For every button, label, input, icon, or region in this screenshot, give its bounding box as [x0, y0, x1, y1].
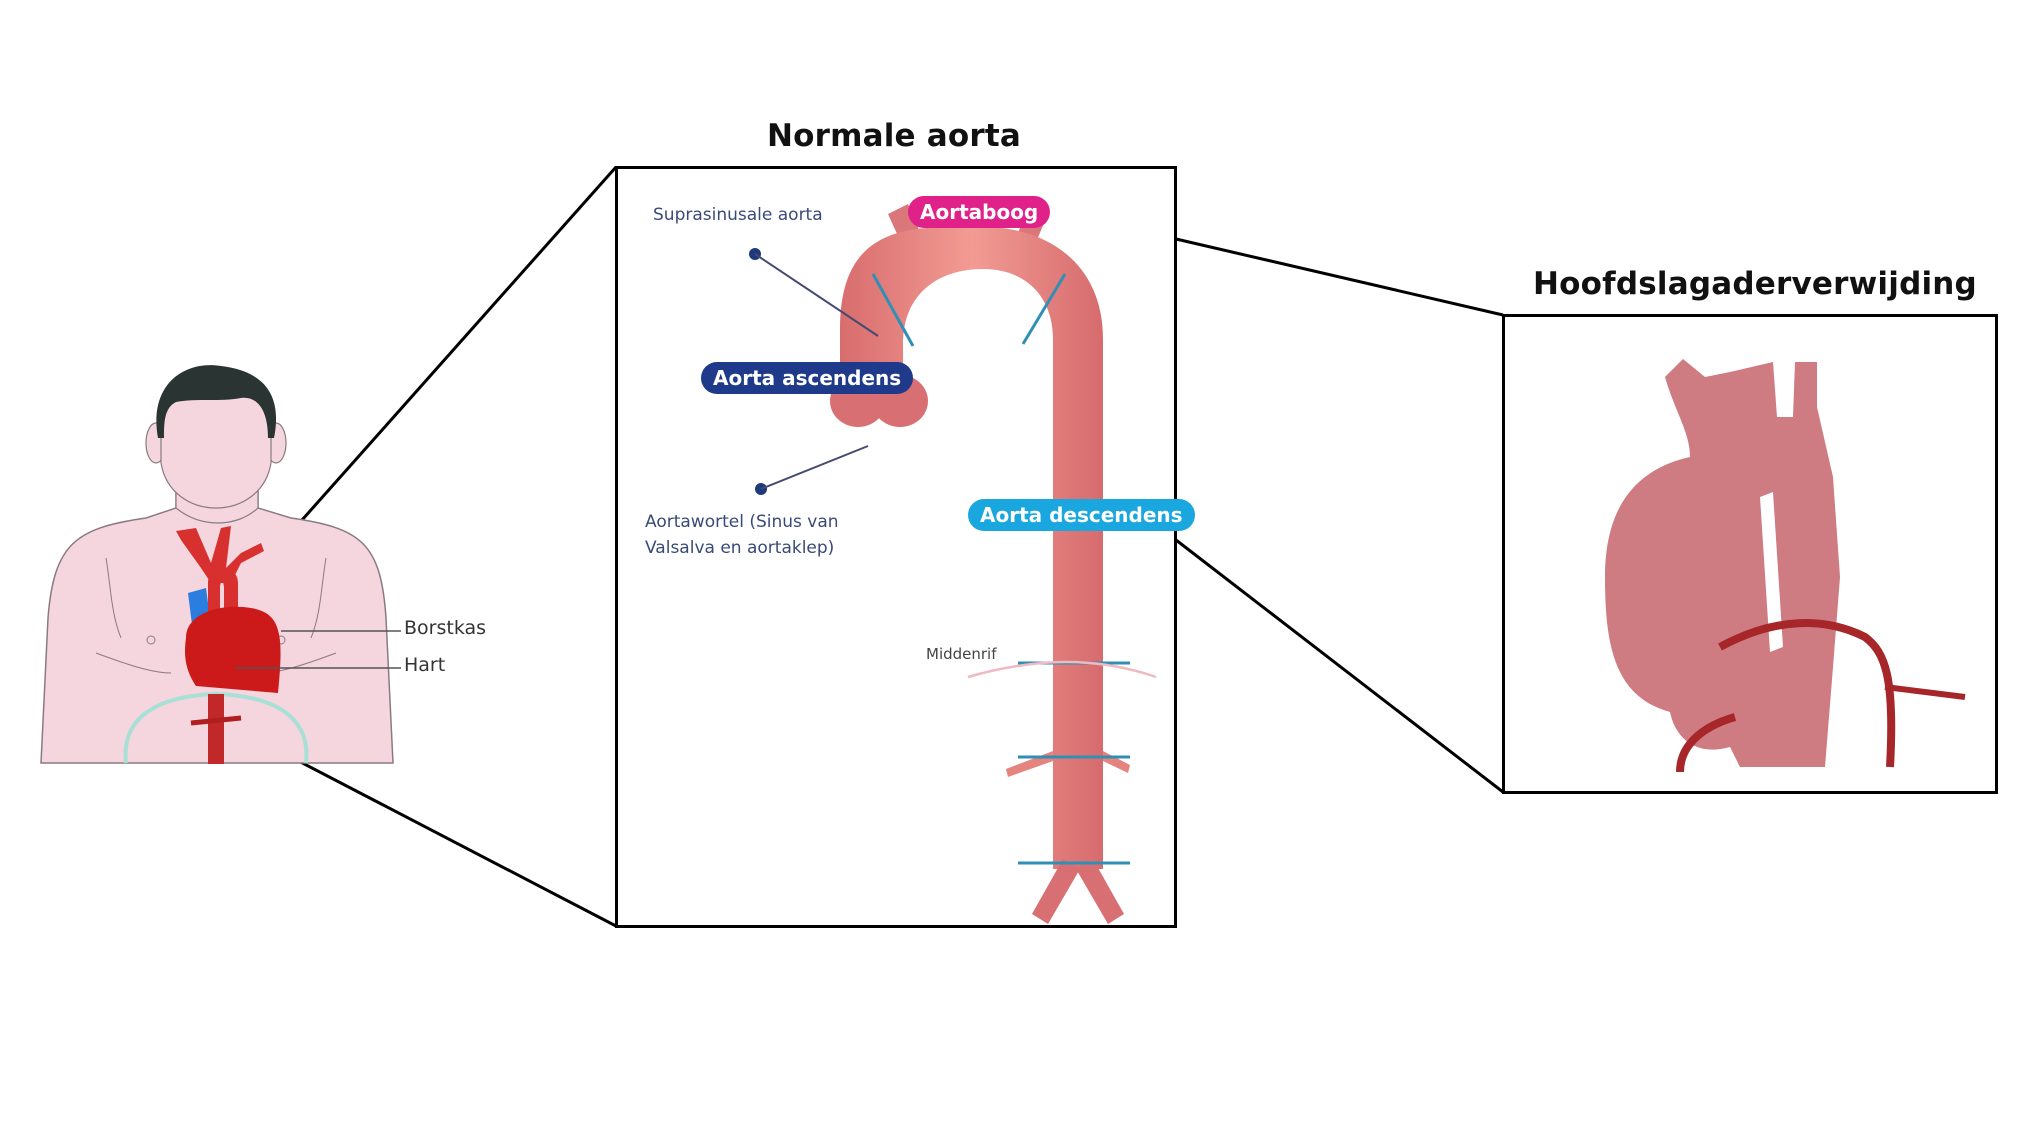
- normal-aorta-title: Normale aorta: [766, 118, 1022, 154]
- arch-inner-gap: [1760, 492, 1783, 652]
- torso-illustration-panel: Borstkas Hart: [36, 365, 516, 768]
- label-aortic-root-line2: Valsalva en aortaklep): [645, 538, 835, 558]
- connector-left-top: [260, 166, 618, 566]
- pill-aortic-arch: Aortaboog: [908, 196, 1051, 228]
- iliac-left: [1032, 859, 1080, 924]
- renal-branch-right: [1103, 751, 1130, 773]
- pill-descending-aorta: Aorta descendens: [968, 499, 1195, 531]
- connector-left-bottom: [261, 740, 617, 928]
- coronary-artery-left: [1676, 713, 1737, 773]
- label-heart: Hart: [404, 654, 446, 676]
- hair-shape: [156, 365, 277, 438]
- label-diaphragm: Middenrif: [926, 645, 997, 663]
- label-chest: Borstkas: [404, 617, 487, 639]
- left-nipple: [146, 635, 156, 645]
- marker-arch-left: [871, 273, 915, 347]
- coronary-branch: [1884, 684, 1966, 700]
- marker-arch-right: [1021, 273, 1067, 345]
- pill-ascending-aorta: Aorta ascendens: [701, 362, 914, 394]
- heart-shape: [185, 606, 281, 693]
- aneurysm-frame: [1502, 314, 1998, 794]
- abdominal-aorta: [208, 694, 224, 764]
- coronary-artery-right: [1718, 619, 1896, 768]
- connector-right-top: [1175, 237, 1504, 317]
- aneurysm-body: [1605, 359, 1840, 767]
- renal-branch-left: [1006, 751, 1053, 777]
- torso-illustration: [40, 365, 401, 764]
- aortic-arch: [840, 226, 1103, 870]
- label-aortic-root-line1: Aortawortel (Sinus van: [645, 512, 839, 532]
- diaphragm-arc: [967, 660, 1157, 679]
- normal-aorta-frame: Suprasinusale aorta Aortaboog Aorta asce…: [615, 166, 1195, 928]
- iliac-right: [1076, 859, 1124, 924]
- label-suprasinusal-aorta: Suprasinusale aorta: [653, 205, 823, 225]
- connector-right-bottom: [1175, 538, 1504, 794]
- aneurysm-title: Hoofdslagaderverwijding: [1533, 266, 1977, 302]
- carotid-arteries: [176, 526, 264, 583]
- aneurysm-illustration: [1605, 359, 1966, 773]
